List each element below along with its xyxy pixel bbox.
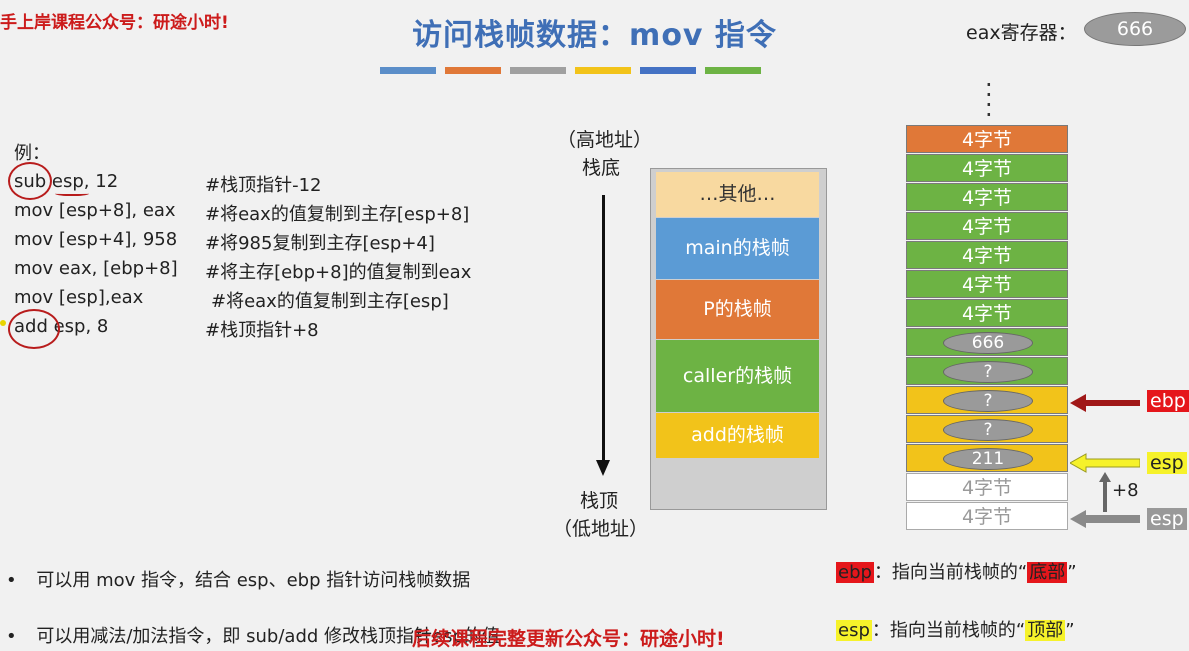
title-color-bar	[380, 67, 436, 74]
title-color-bar	[640, 67, 696, 74]
memory-value-oval: 211	[943, 448, 1033, 470]
offset-label: +8	[1112, 480, 1139, 501]
esp-old-arrow-icon	[1070, 510, 1140, 528]
eax-register-value: 666	[1084, 12, 1186, 46]
legend-esp-highlight: 顶部	[1025, 620, 1066, 641]
memory-cell: 4字节	[906, 183, 1068, 211]
memory-cell: 4字节	[906, 125, 1068, 153]
bullet-1: • 可以用 mov 指令，结合 esp、ebp 指针访问栈帧数据	[6, 566, 470, 592]
memory-cell: ?	[906, 386, 1068, 414]
low-address-label: （低地址）	[553, 518, 649, 540]
stack-bottom-label: 栈底	[582, 157, 621, 179]
legend-ebp-text: ：指向当前栈帧的“	[873, 562, 1028, 583]
growth-arrow-head	[596, 460, 610, 476]
memory-cell: 666	[906, 328, 1068, 356]
stack-top-label: 栈顶	[580, 490, 619, 512]
bullet-dot: •	[6, 626, 17, 647]
memory-cell: ?	[906, 415, 1068, 443]
stack-frame: main的栈帧	[656, 218, 819, 279]
memory-cell: ?	[906, 357, 1068, 385]
legend-ebp-tag: ebp	[836, 562, 874, 583]
memory-value-oval: 666	[943, 332, 1033, 354]
esp-underline-mark	[55, 190, 89, 196]
growth-arrow-line	[602, 195, 605, 463]
legend-esp-text: ：指向当前栈帧的“	[871, 620, 1026, 641]
memory-cell: 4字节	[906, 212, 1068, 240]
legend-ebp-close: ”	[1067, 562, 1077, 583]
ellipsis-vertical: ····	[985, 71, 993, 129]
memory-cell: 4字节	[906, 299, 1068, 327]
esp-old-pointer-label: esp	[1147, 508, 1187, 530]
stack-frame: …其他…	[656, 172, 819, 217]
eax-register-label: eax寄存器：	[966, 22, 1077, 44]
stack-frame: add的栈帧	[656, 413, 819, 458]
code-comment: #将eax的值复制到主存[esp+8]	[205, 204, 470, 225]
bullet-1-text: 可以用 mov 指令，结合 esp、ebp 指针访问栈帧数据	[36, 570, 471, 591]
memory-cell: 4字节	[906, 241, 1068, 269]
esp-new-pointer-label: esp	[1147, 452, 1187, 474]
code-comment: #栈顶指针+8	[205, 320, 319, 341]
memory-cell: 211	[906, 444, 1068, 472]
memory-cell: 4字节	[906, 154, 1068, 182]
code-comment: #将主存[ebp+8]的值复制到eax	[205, 262, 472, 283]
cursor-pointer-marker	[0, 320, 6, 326]
title-color-bar	[705, 67, 761, 74]
slide-title: 访问栈帧数据：mov 指令	[412, 18, 777, 53]
code-comment: #栈顶指针-12	[205, 175, 322, 196]
legend-esp: esp：指向当前栈帧的“顶部”	[836, 616, 1075, 642]
ebp-pointer-label: ebp	[1147, 390, 1189, 412]
title-color-bar	[575, 67, 631, 74]
code-instruction: mov [esp+8], eax	[14, 200, 176, 221]
title-color-bar	[510, 67, 566, 74]
example-label: 例：	[14, 143, 50, 164]
stack-frame: caller的栈帧	[656, 340, 819, 412]
legend-ebp: ebp：指向当前栈帧的“底部”	[836, 558, 1077, 584]
memory-cell: 4字节	[906, 270, 1068, 298]
code-comment: #将eax的值复制到主存[esp]	[211, 291, 449, 312]
code-instruction: mov eax, [ebp+8]	[14, 258, 178, 279]
code-comment: #将985复制到主存[esp+4]	[205, 233, 435, 254]
memory-cell: 4字节	[906, 473, 1068, 501]
memory-value-oval: ?	[943, 390, 1033, 412]
code-instruction: mov [esp],eax	[14, 287, 144, 308]
bullet-2-text: 可以用减法/加法指令，即 sub/add 修改栈顶指针esp的值	[36, 626, 500, 647]
sub-annotation-circle	[8, 162, 52, 200]
memory-cell: 4字节	[906, 502, 1068, 530]
esp-new-arrow-icon	[1070, 453, 1140, 473]
legend-ebp-highlight: 底部	[1027, 562, 1068, 583]
code-instruction: mov [esp+4], 958	[14, 229, 178, 250]
legend-esp-close: ”	[1065, 620, 1075, 641]
ebp-arrow-icon	[1070, 394, 1140, 412]
bullet-dot: •	[6, 570, 17, 591]
memory-value-oval: ?	[943, 361, 1033, 383]
add-annotation-circle	[8, 309, 60, 349]
watermark-bottom: 后续课程完整更新公众号：研途小时!	[412, 628, 725, 650]
memory-value-oval: ?	[943, 419, 1033, 441]
watermark-top: 手上岸课程公众号：研途小时!	[0, 13, 229, 33]
legend-esp-tag: esp	[836, 620, 872, 641]
bullet-2: • 可以用减法/加法指令，即 sub/add 修改栈顶指针esp的值	[6, 622, 500, 648]
high-address-label: （高地址）	[557, 129, 653, 151]
stack-frame: P的栈帧	[656, 280, 819, 339]
title-color-bar	[445, 67, 501, 74]
offset-arrow-icon	[1099, 472, 1111, 512]
